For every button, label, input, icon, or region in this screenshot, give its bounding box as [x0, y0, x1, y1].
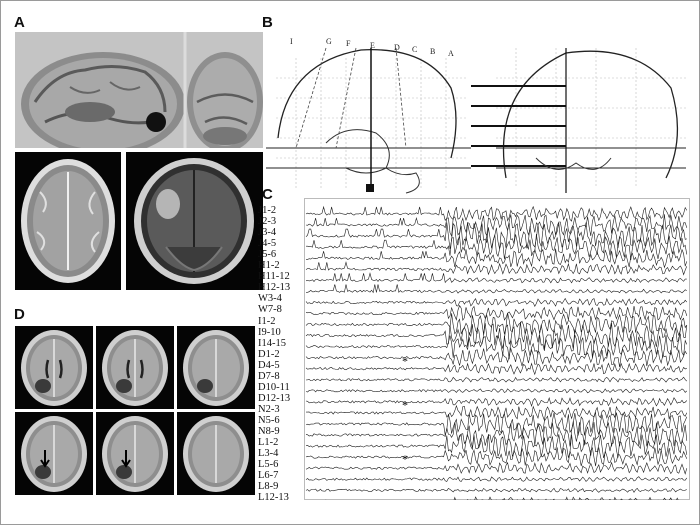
- eeg-channel-label: H11-12: [258, 271, 290, 283]
- eeg-trace: [305, 376, 688, 383]
- axis-letter-c: C: [412, 45, 417, 54]
- axial-mri-slice: [177, 412, 255, 495]
- eeg-trace: [305, 312, 688, 337]
- eeg-channel-label: D4-5: [258, 359, 280, 371]
- eeg-channel-label: N5-6: [258, 414, 280, 426]
- axis-letter-d: D: [394, 43, 400, 52]
- eeg-trace: [305, 487, 687, 493]
- eeg-trace: [305, 433, 688, 459]
- arrow-icon: [40, 450, 50, 468]
- eeg-trace: [305, 347, 688, 368]
- sagittal-mri-image: [15, 32, 263, 148]
- eeg-channel-label: I14-15: [258, 337, 286, 349]
- eeg-trace: [305, 397, 688, 408]
- axial-t1-mri-image: [15, 152, 121, 290]
- axis-letter-f: F: [346, 39, 351, 48]
- eeg-channel-label: J5-6: [258, 249, 277, 261]
- stereotactic-schema-diagram: I G F E D C B A: [266, 37, 686, 194]
- eeg-channel-label: J1-2: [258, 205, 277, 216]
- eeg-trace: [305, 304, 688, 322]
- eeg-trace: [305, 421, 688, 449]
- eeg-channel-label: H1-2: [258, 260, 280, 272]
- eeg-channel-label: I1-2: [258, 315, 276, 327]
- panel-d-letter: D: [14, 306, 25, 323]
- eeg-channel-label: J2-3: [258, 216, 277, 228]
- axis-letter-g: G: [326, 37, 332, 46]
- eeg-trace: [305, 362, 687, 376]
- eeg-trace: [305, 333, 688, 360]
- eeg-trace: [305, 446, 688, 467]
- eeg-channel-label: D12-13: [258, 392, 291, 404]
- axial-mri-slice: [96, 326, 174, 409]
- eeg-channel-label: L8-9: [258, 481, 279, 493]
- axial-mri-slice: [177, 326, 255, 409]
- eeg-trace: [305, 461, 688, 475]
- eeg-channel-label: J3-4: [258, 227, 277, 239]
- axial-flair-mri-image: [126, 152, 263, 290]
- eeg-trace: [305, 388, 688, 394]
- eeg-trace: [305, 205, 688, 222]
- axis-letter-e: E: [370, 41, 375, 50]
- eeg-asterisk-1: *: [402, 354, 408, 368]
- eeg-channel-label: D7-8: [258, 370, 280, 382]
- axial-mri-slice: [15, 326, 93, 409]
- eeg-channel-label: I9-10: [258, 326, 281, 338]
- eeg-channel-label: H12-13: [258, 282, 291, 294]
- eeg-channel-label: W7-8: [258, 304, 282, 316]
- eeg-trace: [305, 476, 688, 482]
- axial-mri-slice: [15, 412, 93, 495]
- eeg-channel-label: L1-2: [258, 437, 279, 449]
- eeg-channel-label: L12-13: [258, 492, 289, 504]
- eeg-trace: [305, 214, 688, 238]
- eeg-channel-label: N8-9: [258, 426, 280, 437]
- eeg-trace: [306, 284, 687, 294]
- axial-mri-slice: [96, 412, 174, 495]
- eeg-frame: [304, 198, 690, 500]
- eeg-trace: [305, 222, 687, 250]
- axis-letter-a: A: [448, 49, 454, 58]
- eeg-channel-label: J4-5: [258, 238, 277, 250]
- axis-letter-i: I: [290, 37, 293, 46]
- eeg-traces: [304, 198, 690, 500]
- eeg-channel-label: L6-7: [258, 470, 279, 482]
- eeg-trace: [306, 404, 688, 422]
- eeg-trace: [306, 233, 688, 260]
- eeg-channel-label: D10-11: [258, 381, 290, 393]
- eeg-trace: [305, 272, 687, 284]
- axis-letter-b: B: [430, 47, 435, 56]
- eeg-channel-label: W3-4: [258, 293, 282, 305]
- arrow-icon: [121, 450, 131, 468]
- eeg-channel-label: N2-3: [258, 403, 280, 415]
- eeg-channel-label: L3-4: [258, 448, 279, 460]
- eeg-trace: [305, 261, 688, 276]
- eeg-channel-label: L5-6: [258, 459, 279, 471]
- eeg-trace: [305, 321, 688, 349]
- panel-c-letter: C: [262, 186, 273, 203]
- panel-b-letter: B: [262, 14, 273, 31]
- eeg-asterisk-2: *: [402, 398, 408, 412]
- panel-a-letter: A: [14, 14, 25, 31]
- eeg-trace: [305, 248, 688, 269]
- eeg-trace: [305, 297, 688, 307]
- eeg-trace: [305, 411, 688, 436]
- eeg-asterisk-3: *: [402, 452, 408, 466]
- eeg-channel-label: D1-2: [258, 348, 280, 360]
